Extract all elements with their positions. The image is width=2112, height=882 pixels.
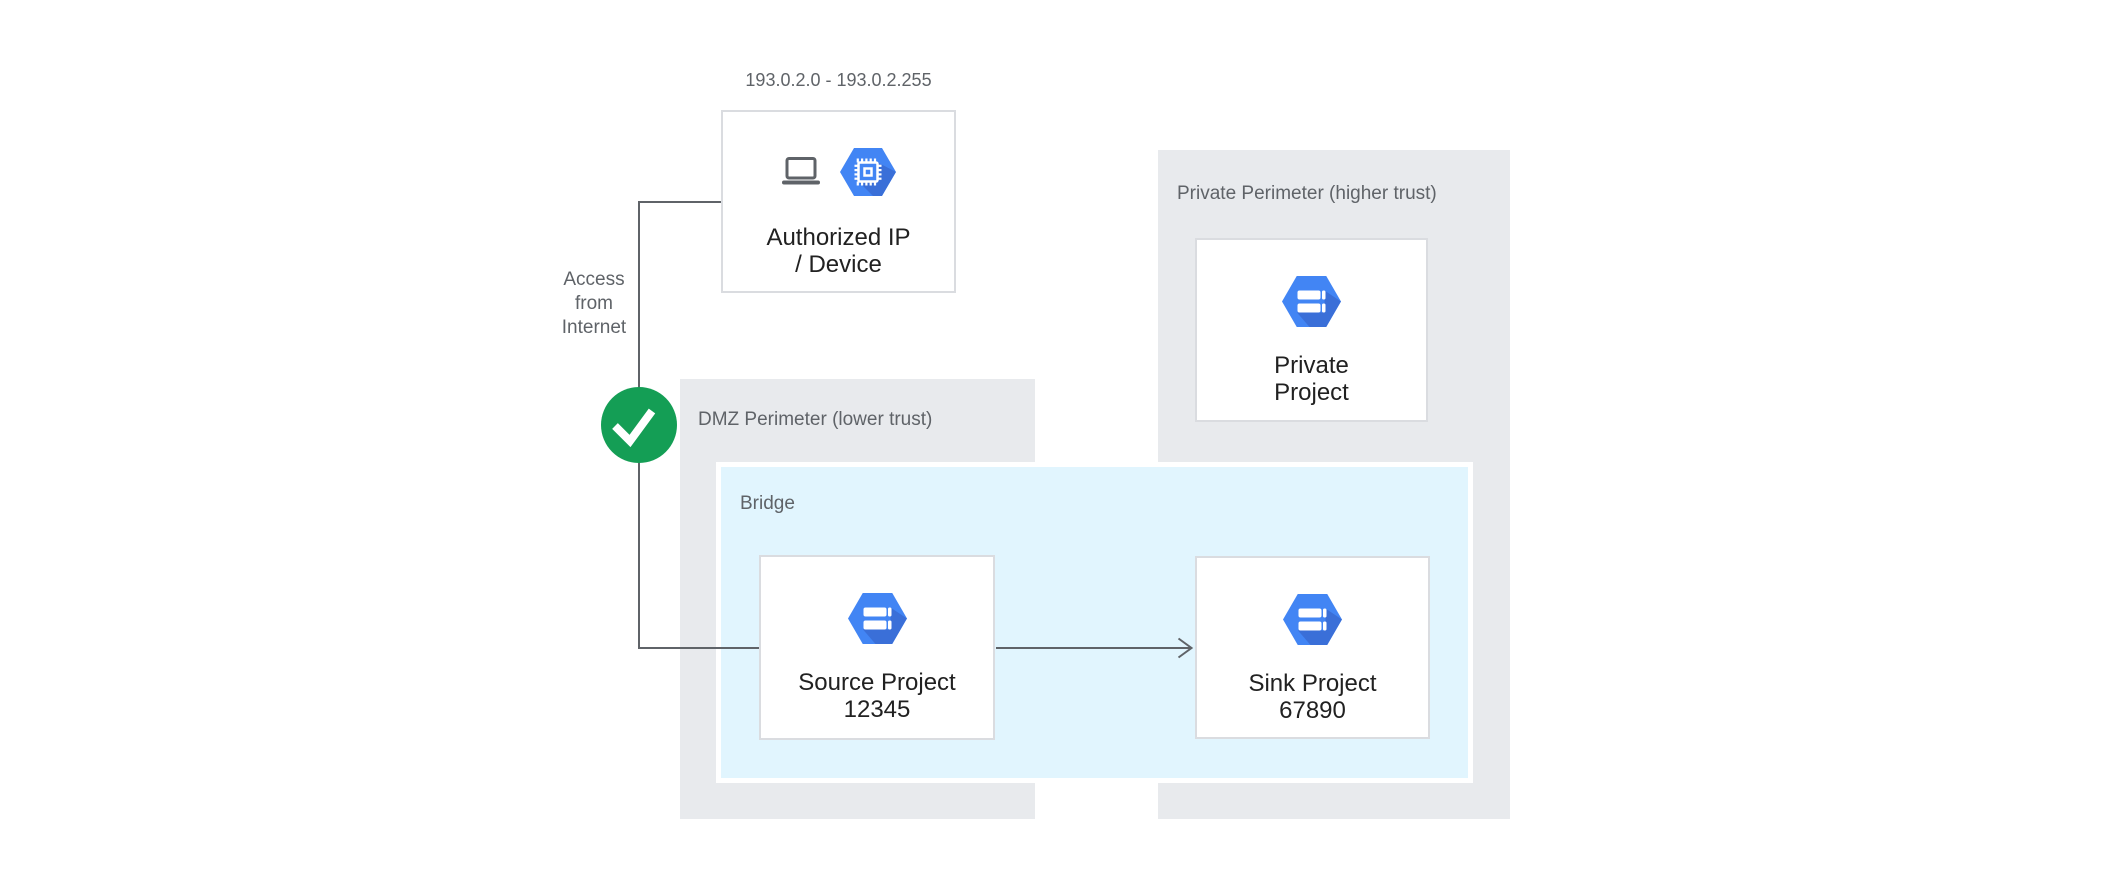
private-project-label-line2: Project: [1274, 379, 1349, 406]
access-label-line: Access: [563, 269, 625, 290]
sink-node-label-line2: 67890: [1279, 697, 1346, 724]
project-hexagon-icon: [1283, 594, 1342, 650]
source-node-label-line1: Source Project: [798, 669, 956, 696]
authorized-ip-device-node: Authorized IP / Device: [721, 110, 956, 293]
sink-project-node: Sink Project 67890: [1195, 556, 1430, 739]
sink-node-icons: [1197, 594, 1428, 650]
compute-engine-hexagon-icon: [839, 148, 896, 201]
authorized-node-label-line1: Authorized IP: [766, 224, 911, 251]
project-hexagon-icon: [1282, 276, 1341, 332]
sink-node-label: Sink Project 67890: [1197, 670, 1428, 724]
source-node-icons: [761, 593, 993, 649]
access-label-line: Internet: [561, 317, 627, 338]
private-project-node-icons: [1197, 276, 1426, 332]
access-label-line: from: [575, 293, 613, 314]
source-node-label-line2: 12345: [843, 696, 911, 723]
authorized-node-label-line2: / Device: [795, 251, 882, 278]
private-project-node-label: Private Project: [1197, 352, 1426, 406]
source-project-node: Source Project 12345: [759, 555, 995, 740]
authorized-node-label: Authorized IP / Device: [723, 224, 954, 278]
ip-range-label: 193.0.2.0 - 193.0.2.255: [745, 70, 932, 90]
access-from-internet-label: Access from Internet: [534, 268, 654, 340]
source-node-label: Source Project 12345: [761, 669, 993, 723]
project-hexagon-icon: [847, 593, 907, 649]
dmz-perimeter-label: DMZ Perimeter (lower trust): [698, 409, 933, 430]
private-project-label-line1: Private: [1274, 352, 1349, 379]
private-perimeter-label: Private Perimeter (higher trust): [1177, 183, 1437, 204]
bridge-label: Bridge: [740, 493, 795, 514]
private-project-node: Private Project: [1195, 238, 1428, 422]
sink-node-label-line1: Sink Project: [1248, 670, 1377, 697]
check-icon: [601, 387, 677, 463]
laptop-icon: [781, 157, 820, 192]
authorized-node-icons: [723, 148, 954, 201]
